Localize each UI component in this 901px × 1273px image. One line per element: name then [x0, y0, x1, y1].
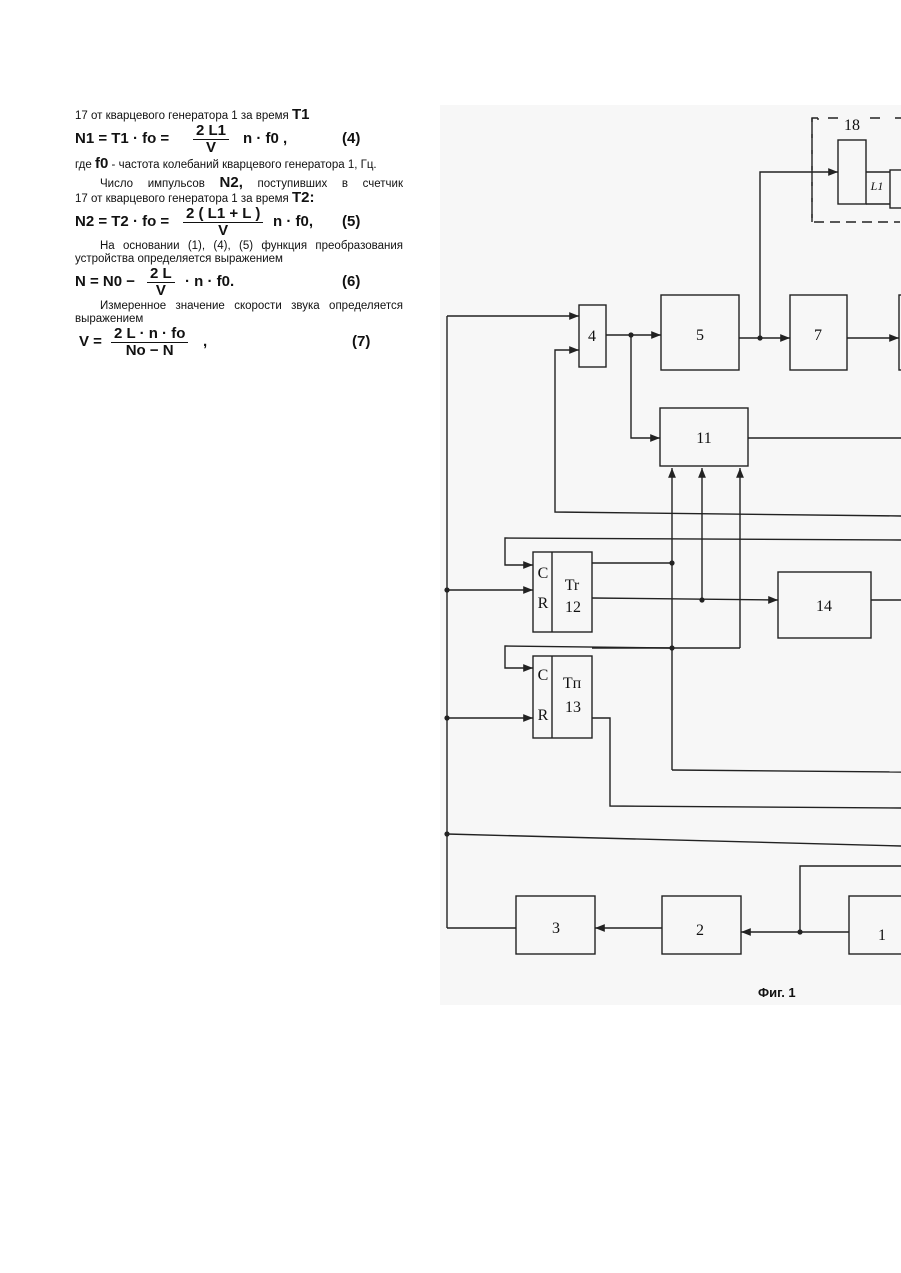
label-13-c: C — [538, 667, 549, 684]
wire-12-14 — [592, 598, 778, 600]
node-dot — [699, 597, 704, 602]
wire-1-up — [800, 866, 901, 932]
label-13-num: 13 — [565, 699, 581, 716]
label-12-r: R — [538, 595, 549, 612]
label-18: 18 — [844, 117, 860, 134]
wire-5-18 — [760, 172, 838, 338]
label-3: 3 — [552, 920, 560, 937]
trigger-12 — [533, 552, 592, 632]
label-7: 7 — [814, 327, 822, 344]
label-1: 1 — [878, 927, 886, 944]
label-14: 14 — [816, 598, 832, 615]
node-dot — [669, 560, 674, 565]
block-18b — [890, 170, 901, 208]
node-dot — [444, 715, 449, 720]
node-dot — [444, 831, 449, 836]
label-12-c: C — [538, 565, 549, 582]
label-13-name: Tп — [563, 675, 582, 692]
node-dot — [444, 587, 449, 592]
block-18 — [838, 140, 866, 204]
wire-feedback-4 — [555, 350, 901, 516]
node-dot — [669, 645, 674, 650]
label-12-name: Tr — [565, 577, 580, 594]
label-13-r: R — [538, 707, 549, 724]
figure-caption: Фиг. 1 — [758, 985, 796, 1000]
wire-to-13c — [505, 646, 672, 668]
label-12-num: 12 — [565, 599, 581, 616]
label-4: 4 — [588, 328, 596, 345]
label-l1: L1 — [870, 179, 884, 193]
label-11: 11 — [696, 430, 711, 447]
label-5: 5 — [696, 327, 704, 344]
node-dot — [797, 929, 802, 934]
node-dot — [757, 335, 762, 340]
label-2: 2 — [696, 922, 704, 939]
wire-13-out — [592, 718, 901, 808]
wire-bottom-a — [672, 770, 901, 772]
block-1 — [849, 896, 901, 954]
wire-4-11 — [631, 335, 660, 438]
wire-long-bottom — [447, 834, 901, 846]
node-dot — [628, 332, 633, 337]
